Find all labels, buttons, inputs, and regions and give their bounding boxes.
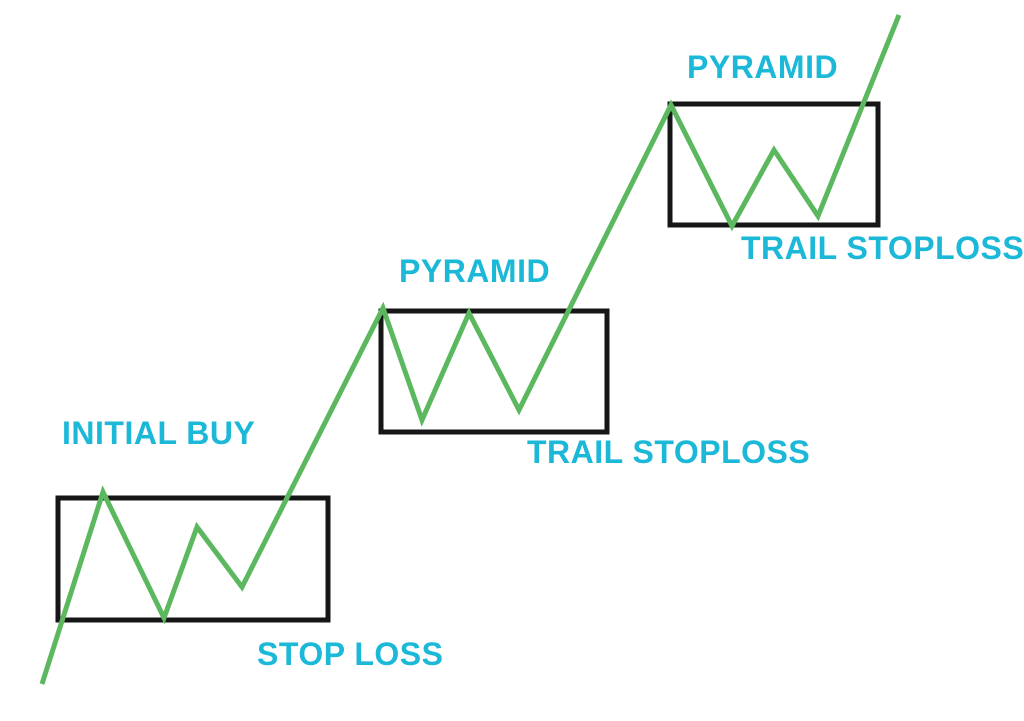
label-trail-stoploss-2: TRAIL STOPLOSS [741,230,1024,266]
label-trail-stoploss-1: TRAIL STOPLOSS [527,434,811,470]
label-initial-buy: INITIAL BUY [62,415,256,451]
label-pyramid-1: PYRAMID [399,253,551,289]
pyramid-2-consolidation-box [667,101,881,228]
price-trendline-path [39,14,902,685]
label-stop-loss: STOP LOSS [257,636,444,672]
pyramid-1-consolidation-box [378,308,610,435]
label-pyramid-2: PYRAMID [687,49,839,85]
initial-buy-consolidation-box [55,495,331,623]
